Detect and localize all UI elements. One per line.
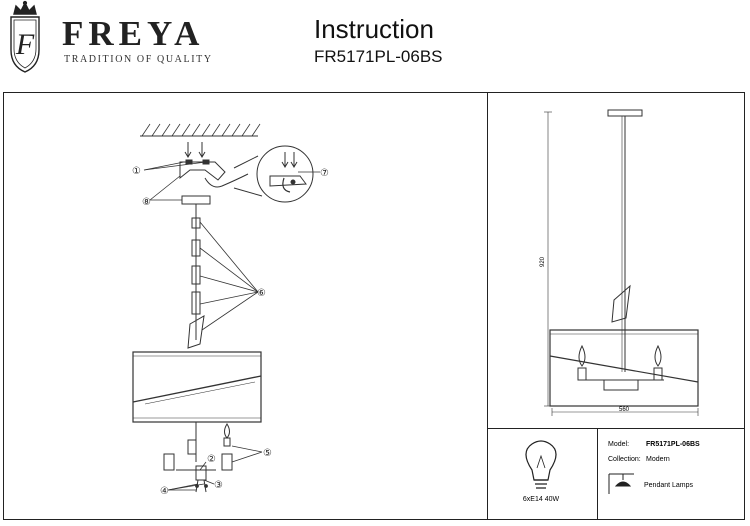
collection-label: Collection: xyxy=(608,456,641,463)
callout-4: ④ xyxy=(160,486,169,497)
document-title: Instruction xyxy=(314,14,434,44)
elevation-drawing xyxy=(544,109,699,416)
callout-5: ⑤ xyxy=(263,448,272,459)
logo-letter: F xyxy=(15,28,35,61)
callout-3: ③ xyxy=(214,480,223,491)
leader-lines xyxy=(143,161,320,491)
dimension-height: 920 xyxy=(540,256,546,267)
spec-divider xyxy=(597,428,598,520)
frame-divider-horizontal xyxy=(487,428,745,429)
model-value: FR5171PL-06BS xyxy=(646,441,700,448)
collection-value: Modern xyxy=(646,456,670,463)
brand-tagline: TRADITION OF QUALITY xyxy=(64,54,213,65)
callout-7: ⑦ xyxy=(320,168,329,179)
frame-divider-vertical xyxy=(487,92,488,520)
detail-magnifier xyxy=(233,145,314,203)
callout-6: ⑥ xyxy=(257,288,266,299)
pendant-lamp-icon xyxy=(608,473,634,494)
dimension-width: 560 xyxy=(619,407,630,413)
lamp-type: Pendant Lamps xyxy=(644,482,694,489)
callout-2: ② xyxy=(207,454,216,465)
brand-logo xyxy=(10,0,40,73)
model-code: FR5171PL-06BS xyxy=(314,47,443,66)
assembly-diagram xyxy=(132,123,262,493)
callout-8: ⑧ xyxy=(142,197,151,208)
model-label: Model: xyxy=(608,441,629,448)
brand-name: FREYA xyxy=(62,14,205,53)
drawing-frame xyxy=(3,92,745,520)
callout-1: ① xyxy=(132,166,141,177)
bulb-icon xyxy=(525,440,557,489)
bulb-spec: 6xE14 40W xyxy=(523,496,560,503)
